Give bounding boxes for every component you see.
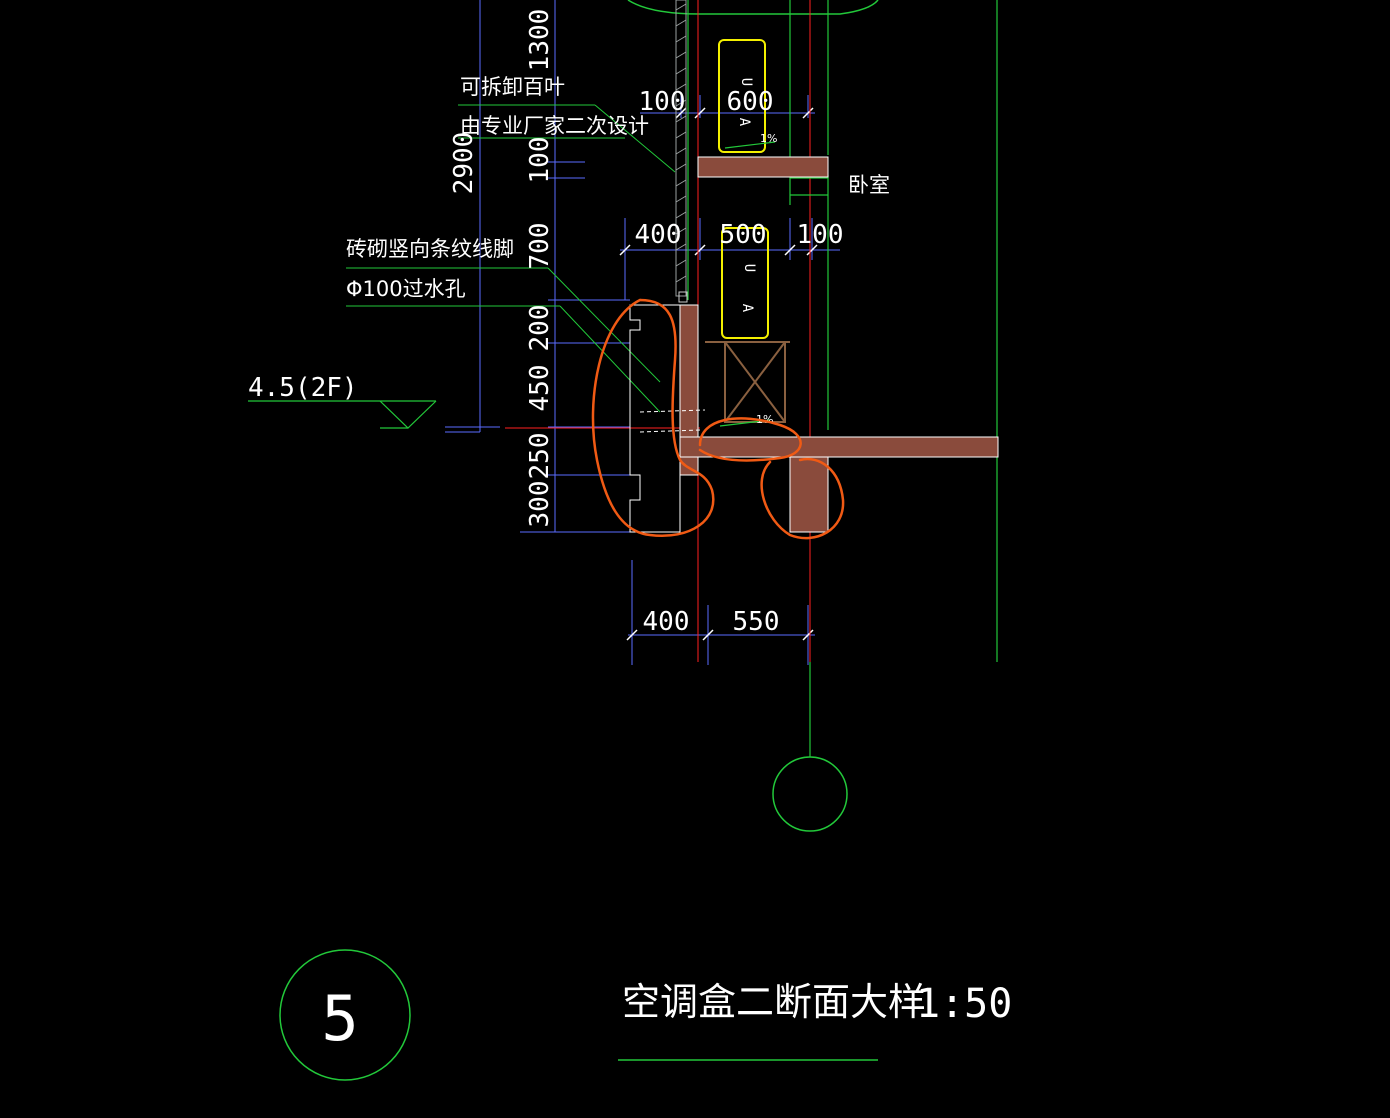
- ac-unit-lower-label-2: A: [739, 304, 755, 313]
- markup-circles: [591, 298, 845, 540]
- detail-number-circle: [279, 949, 411, 1081]
- brick-parapet: [629, 304, 681, 533]
- note-louver-2: 由专业厂家二次设计: [460, 114, 649, 138]
- note-louver-1: 可拆卸百叶: [460, 75, 565, 99]
- ac-unit-lower-label-1: U: [741, 264, 757, 272]
- louver: [675, 0, 688, 303]
- dim-450: 450: [525, 365, 555, 412]
- level-mark-symbol: [248, 400, 437, 429]
- dim-100-upper: 100: [639, 87, 686, 117]
- level-mark-text: 4.5(2F): [248, 373, 358, 403]
- dim-400-bottom: 400: [643, 607, 690, 637]
- axis-bubble: [772, 756, 848, 832]
- walls: [679, 156, 999, 533]
- dim-300: 300: [525, 481, 555, 528]
- drawing-title: 空调盒二断面大样: [622, 980, 926, 1024]
- dim-2900: 2900: [449, 132, 479, 195]
- annotation-texts: 可拆卸百叶 由专业厂家二次设计 砖砌竖向条纹线脚 Φ100过水孔 卧室: [346, 75, 890, 301]
- note-bedroom: 卧室: [848, 173, 890, 197]
- dim-250: 250: [525, 433, 555, 480]
- top-partial-outline: [627, 0, 879, 15]
- vertical-dimension-texts: 1300 2900 100 700 200 450 250 300: [449, 9, 555, 528]
- slope-arrow-upper: [724, 141, 776, 149]
- dim-600: 600: [727, 87, 774, 117]
- slope-label-upper: 1%: [760, 132, 777, 145]
- leader-lines: [346, 104, 676, 413]
- ac-unit-upper: [718, 39, 766, 153]
- drain-hole-dashes: [639, 409, 706, 433]
- dim-1300: 1300: [525, 9, 555, 72]
- dim-100-mid: 100: [797, 220, 844, 250]
- dim-100: 100: [525, 137, 555, 184]
- dimension-ticks: [619, 107, 818, 641]
- dim-700: 700: [525, 223, 555, 270]
- drawing-scale: 1:50: [916, 981, 1012, 1027]
- note-brick-2: Φ100过水孔: [346, 277, 466, 301]
- detail-number: 5: [321, 982, 358, 1055]
- ac-unit-upper-label-2: A: [736, 118, 752, 127]
- horizontal-dimension-texts: 100 600 400 500 100 400 550: [635, 87, 844, 637]
- ac-support-frame: [705, 341, 790, 423]
- vertical-dimension-lines: [445, 0, 630, 533]
- note-brick-1: 砖砌竖向条纹线脚: [346, 237, 514, 261]
- ac-unit-upper-label-1: U: [738, 78, 754, 86]
- dim-500: 500: [720, 220, 767, 250]
- markup-circle-parapet: [591, 298, 715, 538]
- markup-circle-slab-end: [698, 417, 802, 462]
- dim-550: 550: [733, 607, 780, 637]
- ac-unit-lower: [721, 227, 769, 339]
- dim-200: 200: [525, 305, 555, 352]
- dim-400-mid: 400: [635, 220, 682, 250]
- markup-circle-wall: [760, 457, 845, 540]
